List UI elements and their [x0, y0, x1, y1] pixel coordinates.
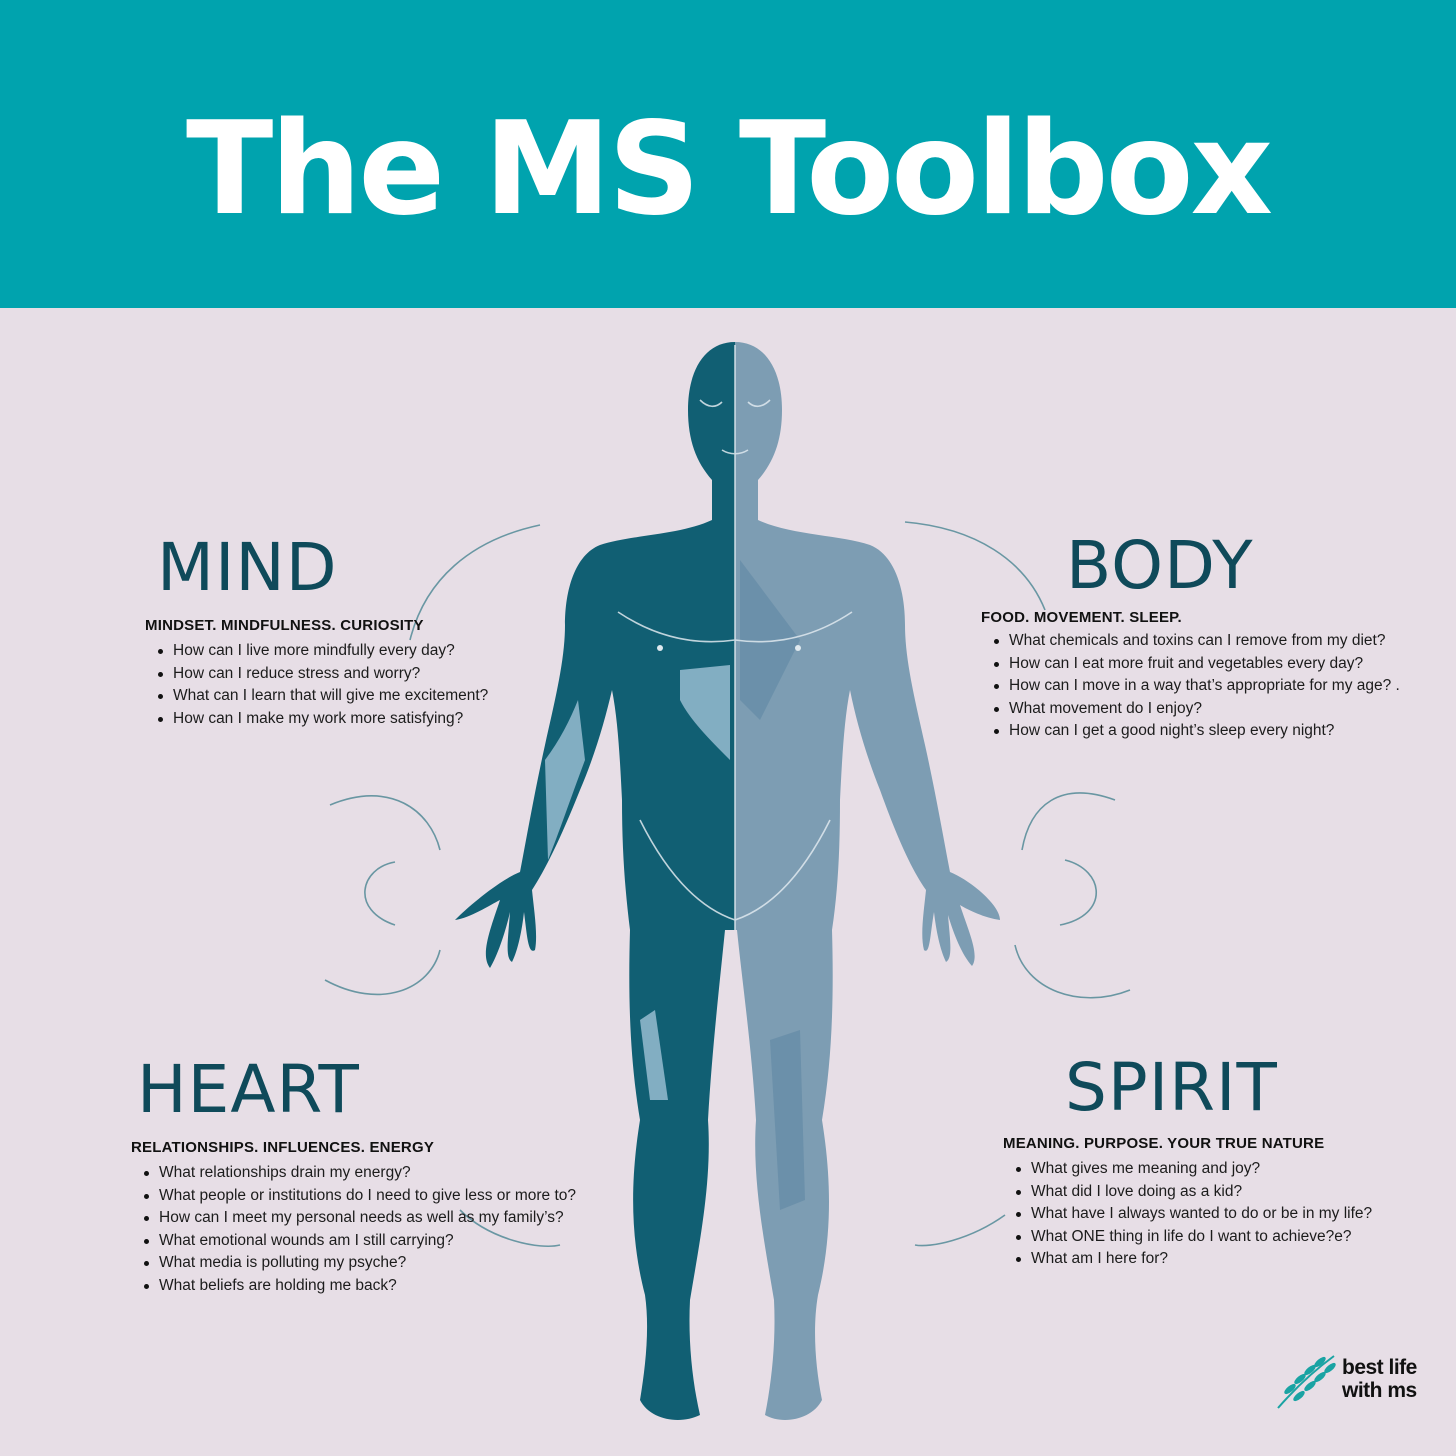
figure-left-half [455, 342, 735, 1420]
list-item: How can I move in a way that’s appropria… [994, 675, 1400, 698]
heart-heading: HEART [137, 1051, 360, 1128]
title-banner: The MS Toolbox [0, 0, 1456, 308]
heart-section: HEART RELATIONSHIPS. INFLUENCES. ENERGY … [131, 1052, 576, 1297]
list-item: How can I meet my personal needs as well… [143, 1207, 576, 1230]
human-figure-illustration [324, 342, 1131, 1420]
heart-subtitle: RELATIONSHIPS. INFLUENCES. ENERGY [131, 1139, 435, 1156]
list-item: How can I eat more fruit and vegetables … [994, 653, 1400, 676]
list-item: What am I here for? [1015, 1248, 1372, 1271]
body-list: What chemicals and toxins can I remove f… [981, 630, 1400, 743]
mind-section: MIND MINDSET. MINDFULNESS. CURIOSITY How… [145, 530, 488, 730]
spirit-section: SPIRIT MEANING. PURPOSE. YOUR TRUE NATUR… [1003, 1050, 1372, 1271]
list-item: What did I love doing as a kid? [1015, 1181, 1372, 1204]
figure-details [657, 645, 801, 651]
figure-right-half [735, 342, 1000, 1420]
leaf-icon [1277, 1355, 1336, 1409]
list-item: How can I live more mindfully every day? [157, 640, 488, 663]
heart-list: What relationships drain my energy? What… [131, 1162, 576, 1297]
figure-highlights [545, 665, 730, 1100]
body-subtitle: FOOD. MOVEMENT. SLEEP. [981, 609, 1182, 626]
list-item: What can I learn that will give me excit… [157, 685, 488, 708]
list-item: What ONE thing in life do I want to achi… [1015, 1226, 1372, 1249]
spirit-subtitle: MEANING. PURPOSE. YOUR TRUE NATURE [1003, 1135, 1325, 1152]
list-item: What have I always wanted to do or be in… [1015, 1203, 1372, 1226]
body-section: BODY FOOD. MOVEMENT. SLEEP. What chemica… [981, 528, 1400, 743]
list-item: What beliefs are holding me back? [143, 1275, 576, 1298]
spirit-heading: SPIRIT [1065, 1049, 1278, 1126]
list-item: What relationships drain my energy? [143, 1162, 576, 1185]
page-title: The MS Toolbox [185, 95, 1273, 244]
logo-line-1: best life [1342, 1356, 1417, 1379]
list-item: What gives me meaning and joy? [1015, 1158, 1372, 1181]
list-item: What media is polluting my psyche? [143, 1252, 576, 1275]
mind-list: How can I live more mindfully every day?… [145, 640, 488, 730]
figure-shading [740, 560, 805, 1210]
list-item: What emotional wounds am I still carryin… [143, 1230, 576, 1253]
decorative-arcs [324, 521, 1131, 1248]
mind-heading: MIND [157, 529, 338, 606]
list-item: What movement do I enjoy? [994, 698, 1400, 721]
body-heading: BODY [1066, 527, 1254, 604]
spirit-list: What gives me meaning and joy? What did … [1003, 1158, 1372, 1271]
list-item: What chemicals and toxins can I remove f… [994, 630, 1400, 653]
list-item: What people or institutions do I need to… [143, 1185, 576, 1208]
brand-logo: best life with ms [1342, 1356, 1417, 1402]
list-item: How can I reduce stress and worry? [157, 663, 488, 686]
list-item: How can I get a good night’s sleep every… [994, 720, 1400, 743]
figure-lines [617, 345, 853, 930]
logo-line-2: with ms [1342, 1379, 1417, 1402]
list-item: How can I make my work more satisfying? [157, 708, 488, 731]
mind-subtitle: MINDSET. MINDFULNESS. CURIOSITY [145, 617, 424, 634]
